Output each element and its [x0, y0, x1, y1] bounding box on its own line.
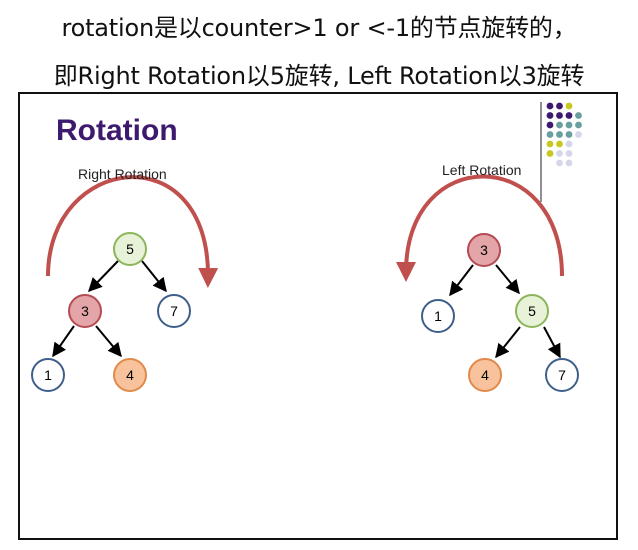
node-7-left-label: 7: [558, 367, 566, 383]
rotation-diagram: 5 3 7 1 4 3 1 5: [31, 102, 582, 392]
deco-dot: [556, 131, 563, 138]
node-5-left-label: 5: [528, 303, 536, 319]
deco-dot: [565, 112, 573, 119]
slide-frame: 5 3 7 1 4 3 1 5: [18, 92, 618, 540]
node-7-left: 7: [545, 358, 579, 392]
deco-dot: [556, 150, 563, 157]
node-3-left: 3: [467, 233, 501, 267]
right-rotation-arrow: [46, 175, 219, 288]
edge-3-1: [52, 325, 75, 358]
deco-dot: [546, 121, 554, 129]
node-1-left: 1: [421, 299, 455, 333]
deco-dot: [565, 131, 573, 138]
deco-dot: [565, 159, 573, 167]
node-5: 5: [113, 232, 147, 266]
node-7-label: 7: [170, 303, 178, 319]
edge-5-3: [88, 260, 119, 293]
caption-line-1: rotation是以counter>1 or <-1的节点旋转的，: [61, 14, 577, 42]
deco-dot: [565, 102, 573, 110]
node-1: 1: [31, 358, 65, 392]
deco-dot: [556, 159, 563, 167]
node-5-left: 5: [515, 294, 549, 328]
node-3-left-label: 3: [480, 242, 488, 258]
left-rotation-label: Left Rotation: [442, 162, 522, 178]
slide-title: Rotation: [56, 114, 178, 147]
edge-3-1-left: [449, 264, 474, 297]
left-rotation-arrow: [396, 174, 564, 282]
deco-dot: [565, 150, 573, 157]
node-4-left: 4: [468, 358, 502, 392]
deco-dot: [556, 102, 563, 110]
deco-dot: [546, 131, 554, 138]
deco-dot: [575, 121, 582, 129]
deco-dot: [546, 102, 554, 110]
edge-3-5-left: [495, 264, 520, 295]
node-4-left-label: 4: [481, 367, 489, 383]
node-3-label: 3: [81, 303, 89, 319]
node-3: 3: [68, 294, 102, 328]
deco-dot: [556, 112, 563, 119]
decorative-dot-grid: [546, 102, 582, 167]
node-4-label: 4: [126, 367, 134, 383]
right-rotation-label: Right Rotation: [78, 166, 167, 182]
caption-line-2: 即Right Rotation以5旋转, Left Rotation以3旋转: [53, 62, 585, 90]
edge-5-4-left: [495, 326, 521, 359]
deco-dot: [565, 121, 573, 129]
node-5-label: 5: [126, 241, 134, 257]
deco-dot: [546, 150, 554, 157]
edge-3-4: [95, 325, 122, 358]
node-1-label: 1: [44, 367, 52, 383]
deco-dot: [575, 131, 582, 138]
node-7: 7: [157, 294, 191, 328]
deco-dot: [546, 112, 554, 119]
node-1-left-label: 1: [434, 308, 442, 324]
deco-dot: [546, 140, 554, 148]
edge-5-7: [141, 260, 167, 293]
deco-dot: [556, 121, 563, 129]
deco-dot: [575, 112, 582, 119]
edge-5-7-left: [543, 326, 561, 359]
deco-dot: [565, 140, 573, 148]
deco-dot: [556, 140, 563, 148]
node-4: 4: [113, 358, 147, 392]
